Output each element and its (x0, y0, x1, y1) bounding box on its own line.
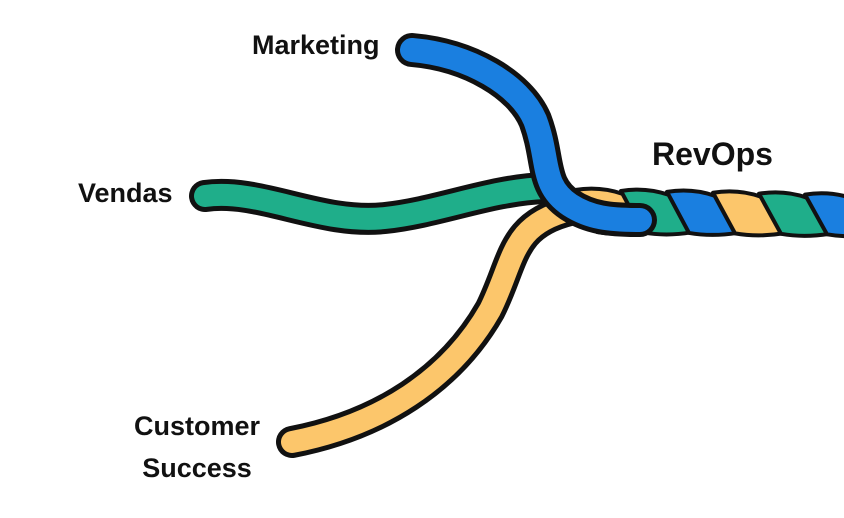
marketing-strand (395, 33, 657, 237)
vendas-strand (189, 172, 561, 235)
label-customer-success: Customer Success (122, 405, 272, 489)
label-marketing: Marketing (252, 30, 380, 60)
label-customer-success-line1: Customer (133, 411, 261, 441)
customer-success-strand (276, 194, 586, 458)
label-customer-success-line2: Success (142, 453, 252, 483)
rope-twist-marketing (803, 191, 844, 239)
label-vendas: Vendas (78, 178, 173, 208)
label-revops: RevOps (652, 136, 773, 172)
